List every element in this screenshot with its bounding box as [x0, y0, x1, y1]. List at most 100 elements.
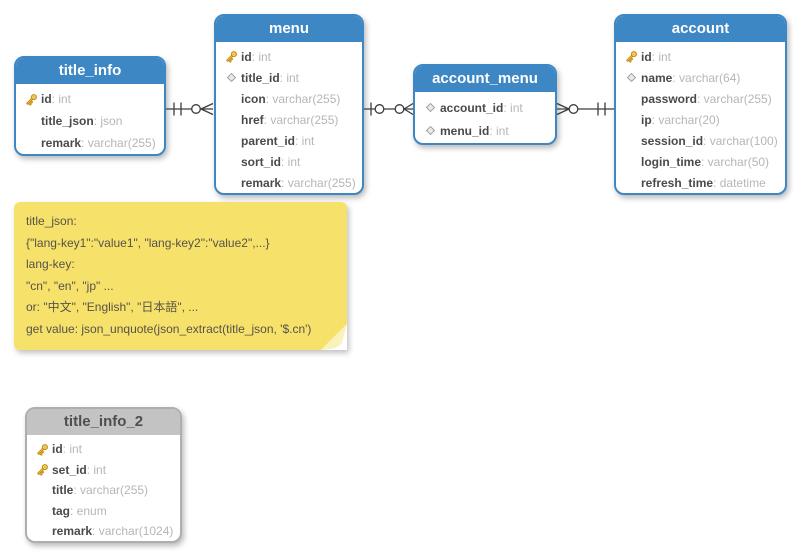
field-type: : int	[279, 70, 300, 85]
field-type: : varchar(255)	[281, 175, 356, 190]
note-line: lang-key:	[26, 257, 75, 271]
note-line: "cn", "en", "jp" ...	[26, 278, 114, 293]
field-row-refresh_time[interactable]: refresh_time: datetime	[616, 172, 785, 193]
table-title_info_2-header[interactable]: title_info_2	[27, 409, 180, 437]
field-name: id	[641, 49, 652, 64]
field-row-tag[interactable]: tag: enum	[27, 501, 180, 522]
field-name: account_id	[440, 100, 504, 115]
note-line: get value: json_unquote(json_extract(tit…	[26, 321, 312, 336]
field-type: : varchar(20)	[651, 112, 720, 127]
field-row-login_time[interactable]: login_time: varchar(50)	[616, 151, 785, 172]
field-row-remark[interactable]: remark: varchar(255)	[216, 172, 362, 193]
table-menu-header[interactable]: menu	[216, 16, 362, 44]
field-type: : int	[295, 133, 315, 148]
field-name: remark	[41, 136, 82, 150]
field-name: ip	[641, 112, 652, 127]
field-name: title_id	[241, 70, 280, 85]
note-fold-corner-icon	[321, 324, 347, 350]
field-name: remark	[241, 175, 282, 190]
field-type: : varchar(255)	[263, 112, 339, 127]
field-row-title_json[interactable]: title_json: json	[16, 110, 164, 132]
field-type: : int	[281, 154, 301, 169]
field-row-sort_id[interactable]: sort_id: int	[216, 151, 362, 172]
relationship-account_menu-account[interactable]	[556, 102, 614, 116]
index-diamond-icon	[421, 125, 440, 136]
field-name: id	[52, 442, 63, 457]
field-row-set_id[interactable]: set_id: int	[27, 460, 180, 481]
field-name: set_id	[52, 462, 87, 477]
field-row-name[interactable]: name: varchar(64)	[616, 67, 785, 88]
primary-key-icon	[33, 462, 52, 477]
field-type: : json	[93, 114, 123, 128]
field-row-parent_id[interactable]: parent_id: int	[216, 130, 362, 151]
field-row-id[interactable]: id: int	[16, 88, 164, 110]
field-name: title_json	[41, 114, 94, 128]
relationship-title_info-menu[interactable]	[166, 102, 214, 116]
field-type: : int	[51, 92, 72, 106]
field-row-menu_id[interactable]: menu_id: int	[415, 119, 555, 142]
field-name: id	[41, 92, 52, 106]
index-diamond-icon	[622, 72, 641, 83]
table-title_info-header[interactable]: title_info	[16, 58, 164, 86]
field-name: password	[641, 91, 698, 106]
field-type: : int	[651, 49, 672, 64]
field-name: sort_id	[241, 154, 282, 169]
field-row-password[interactable]: password: varchar(255)	[616, 88, 785, 109]
index-diamond-icon	[421, 102, 440, 113]
relationship-menu-account_menu[interactable]	[364, 102, 414, 116]
field-type: : varchar(100)	[703, 133, 778, 148]
field-type: : int	[489, 123, 509, 138]
field-name: icon	[241, 91, 266, 106]
table-account-header[interactable]: account	[616, 16, 785, 44]
field-name: login_time	[641, 154, 702, 169]
note-line: {"lang-key1":"value1", "lang-key2":"valu…	[26, 235, 270, 250]
table-account_menu-header[interactable]: account_menu	[415, 66, 555, 94]
field-type: : varchar(255)	[697, 91, 772, 106]
field-row-href[interactable]: href: varchar(255)	[216, 109, 362, 130]
field-name: refresh_time	[641, 175, 714, 190]
note-line: or: "中文", "English", "日本語", ...	[26, 300, 199, 314]
field-type: : int	[86, 462, 107, 477]
field-type: : enum	[70, 503, 107, 518]
field-name: session_id	[641, 133, 704, 148]
field-type: : varchar(255)	[73, 483, 149, 498]
sticky-note[interactable]: title_json: {"lang-key1":"value1", "lang-…	[14, 202, 347, 350]
field-name: tag	[52, 503, 70, 518]
field-row-session_id[interactable]: session_id: varchar(100)	[616, 130, 785, 151]
field-row-id[interactable]: id: int	[216, 46, 362, 67]
field-type: : datetime	[713, 175, 766, 190]
field-type: : varchar(50)	[701, 154, 770, 169]
field-row-id[interactable]: id: int	[616, 46, 785, 67]
primary-key-icon	[222, 49, 241, 64]
note-line: title_json:	[26, 214, 77, 228]
primary-key-icon	[33, 442, 52, 457]
field-row-account_id[interactable]: account_id: int	[415, 96, 555, 119]
field-type: : int	[251, 49, 272, 64]
field-type: : varchar(1024)	[92, 524, 174, 539]
index-diamond-icon	[222, 72, 241, 83]
field-type: : int	[62, 442, 83, 457]
field-row-remark[interactable]: remark: varchar(255)	[16, 132, 164, 154]
sticky-note-text: title_json: {"lang-key1":"value1", "lang-…	[14, 202, 347, 349]
field-name: name	[641, 70, 673, 85]
field-row-title[interactable]: title: varchar(255)	[27, 480, 180, 501]
field-row-title_id[interactable]: title_id: int	[216, 67, 362, 88]
field-row-ip[interactable]: ip: varchar(20)	[616, 109, 785, 130]
field-row-remark[interactable]: remark: varchar(1024)	[27, 521, 180, 541]
field-name: title	[52, 483, 74, 498]
field-row-id[interactable]: id: int	[27, 439, 180, 460]
field-type: : int	[503, 100, 523, 115]
field-type: : varchar(255)	[81, 136, 156, 150]
field-row-icon[interactable]: icon: varchar(255)	[216, 88, 362, 109]
primary-key-icon	[22, 92, 41, 107]
field-name: href	[241, 112, 264, 127]
